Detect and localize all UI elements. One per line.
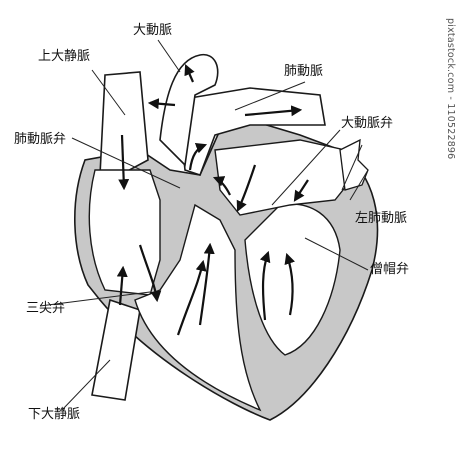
flow-arrow-aorta <box>184 63 195 83</box>
label-pulmonary-artery: 肺動脈 <box>284 64 324 79</box>
pulmonary-artery <box>177 87 326 177</box>
label-tricuspid-valve: 三尖弁 <box>26 301 66 316</box>
label-pulmonary-valve: 肺動脈弁 <box>14 132 67 147</box>
flow-arrow-rv2 <box>198 242 215 326</box>
inferior-vena-cava <box>91 298 141 401</box>
label-aorta: 大動脈 <box>133 23 173 38</box>
flow-arrow-lv2 <box>284 252 295 316</box>
flow-arrow-pv <box>188 142 208 171</box>
right-ventricle <box>134 203 262 412</box>
flow-arrow-pa-left <box>147 98 176 110</box>
label-aortic-valve: 大動脈弁 <box>341 116 394 131</box>
right-atrium <box>88 169 161 296</box>
flow-arrow-ra <box>138 244 162 303</box>
flow-arrow-lv <box>259 250 271 321</box>
label-left-pulmonary-vein: 左肺動脈 <box>355 211 408 226</box>
label-superior-vena-cava: 上大静脈 <box>38 49 91 64</box>
flow-arrow-la <box>293 179 309 202</box>
aorta <box>159 53 219 167</box>
flow-arrow-pa-right <box>244 105 303 117</box>
flow-arrow-rv <box>176 259 207 336</box>
flow-arrow-mid <box>212 176 231 196</box>
flow-arrow-ivc <box>116 265 128 306</box>
label-inferior-vena-cava: 下大静脈 <box>28 407 81 422</box>
leader-lines <box>39 39 369 411</box>
label-mitral-valve: 僧帽弁 <box>370 262 410 277</box>
watermark-text: pixtastock.com - 110522896 <box>445 18 456 160</box>
flow-arrow-la2 <box>236 164 257 212</box>
left-atrium <box>214 139 356 216</box>
